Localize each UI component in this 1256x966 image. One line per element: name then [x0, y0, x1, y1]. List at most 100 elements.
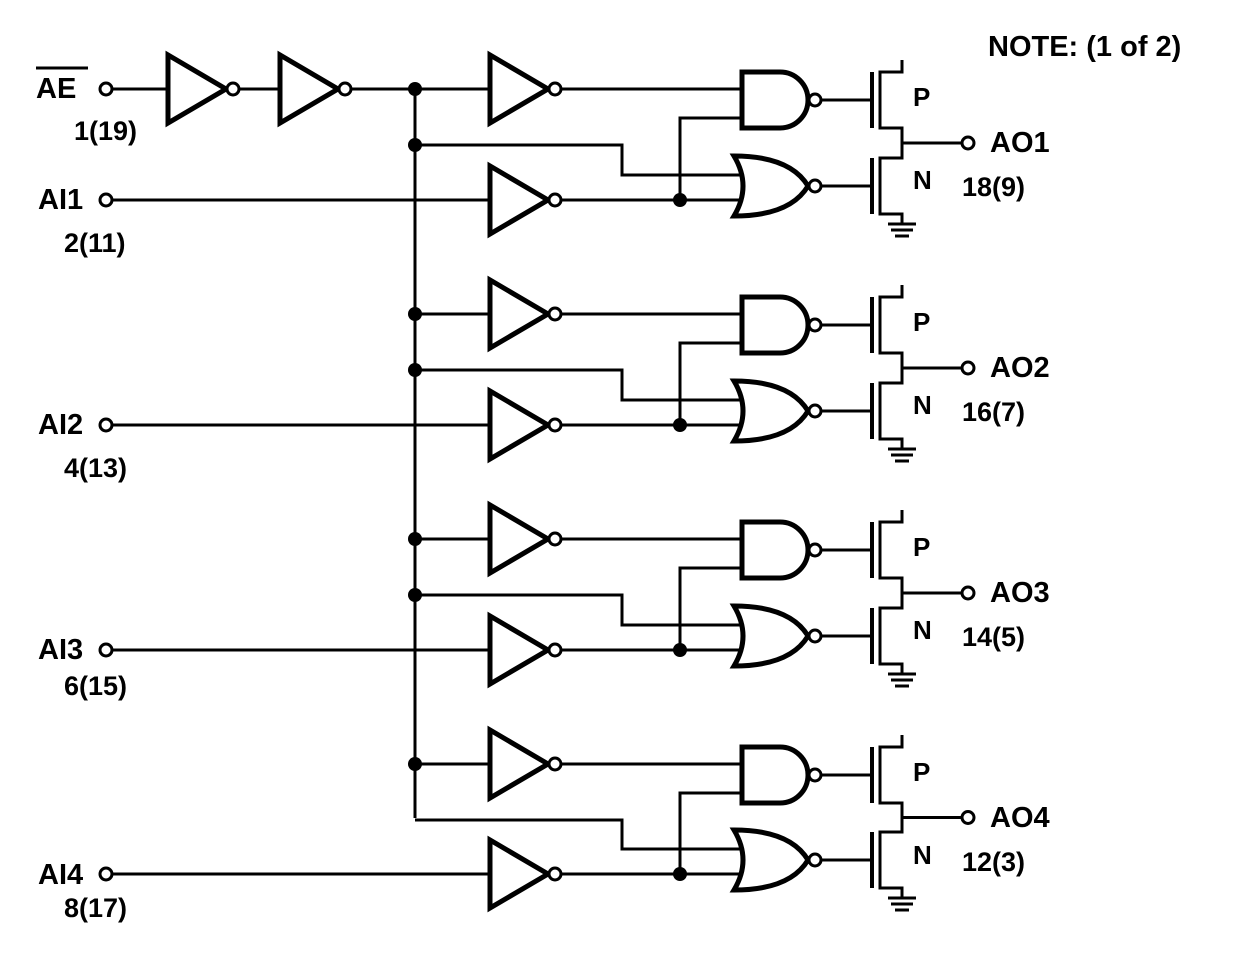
ch1-nand-in2-wire [678, 116, 742, 200]
channel-4-input-label: AI4 [38, 859, 83, 891]
ch2-p-channel [878, 285, 904, 365]
ch4-enable-junction [408, 757, 422, 771]
ch4-nor-in1-wire [415, 818, 742, 851]
ch2-nor-gate [729, 378, 811, 444]
channel-1-output-pin: 18(9) [962, 172, 1025, 202]
ch2-enable-inverter-bubble [547, 306, 563, 322]
channel-4-input-pin: 8(17) [64, 893, 127, 923]
channel-3-output-pin: 14(5) [962, 622, 1025, 652]
ch1-output-terminal [960, 135, 976, 151]
channel-4: AI4 8(17) P N AO4 12(3) [38, 757, 1050, 923]
channel-1-p-label: P [913, 82, 930, 112]
ch1-nand-bubble [807, 92, 823, 108]
channel-3-n-label: N [913, 615, 932, 645]
ch1-input-terminal [98, 192, 114, 208]
ch3-nor-in1-wire [415, 593, 742, 627]
ch1-data-inverter [487, 161, 553, 239]
enable-junction [408, 82, 422, 96]
ch4-enable-inverter [487, 725, 553, 803]
ch3-p-channel [878, 510, 904, 590]
channel-4-n-label: N [913, 840, 932, 870]
ch3-output-terminal [960, 585, 976, 601]
ch1-data-junction [673, 193, 687, 207]
channel-3-p-label: P [913, 532, 930, 562]
ch1-enable-inverter-bubble [547, 81, 563, 97]
ch3-data-inverter [487, 611, 553, 689]
channel-4-output-pin: 12(3) [962, 847, 1025, 877]
channel-4-output-label: AO4 [990, 802, 1050, 834]
enable-terminal [98, 81, 114, 97]
ch3-enable-junction [408, 532, 422, 546]
ch2-enable-inverter [487, 275, 553, 353]
ch4-data-inverter-bubble [547, 866, 563, 882]
enable-input: AE 1(19) [36, 50, 490, 818]
ch2-nand-gate [739, 294, 811, 356]
ch4-n-channel [878, 820, 904, 898]
channel-1: AI1 2(11) P N AO1 18(9) [38, 82, 1050, 258]
ch4-nor-bubble [807, 852, 823, 868]
ch3-nand-bubble [807, 542, 823, 558]
ch3-enable-inverter [487, 500, 553, 578]
enable-pin-number: 1(19) [74, 116, 137, 146]
ch3-input-terminal [98, 642, 114, 658]
channel-1-output-label: AO1 [990, 127, 1050, 159]
ch3-enable-inverter-bubble [547, 531, 563, 547]
channel-2-input-label: AI2 [38, 409, 83, 441]
channel-circuits [98, 50, 976, 913]
ch4-enable-inverter-bubble [547, 756, 563, 772]
ch1-nor-bubble [807, 178, 823, 194]
channel-1-n-label: N [913, 165, 932, 195]
ch4-nor-gate [729, 827, 811, 893]
channel-2-input-pin: 4(13) [64, 453, 127, 483]
ch2-nor-bubble [807, 403, 823, 419]
ch3-nand-in2-wire [678, 566, 742, 650]
ch1-enable-inverter [487, 50, 553, 128]
channel-1-input-label: AI1 [38, 184, 83, 216]
ch1-bus-junction [408, 138, 422, 152]
ch1-n-channel [878, 146, 904, 224]
ch2-nand-bubble [807, 317, 823, 333]
ch4-data-inverter [487, 835, 553, 913]
channel-3-input-label: AI3 [38, 634, 83, 666]
ch1-nor-in1-wire [415, 143, 742, 177]
ch1-p-channel [878, 60, 904, 140]
ch4-p-channel [878, 735, 904, 815]
ch2-n-channel [878, 371, 904, 449]
enable-label: AE [36, 73, 76, 105]
ch4-input-terminal [98, 866, 114, 882]
channel-2-output-label: AO2 [990, 352, 1050, 384]
ch4-data-junction [673, 867, 687, 881]
ch2-bus-junction [408, 363, 422, 377]
ch1-data-inverter-bubble [547, 192, 563, 208]
ch3-nand-gate [739, 519, 811, 581]
channel-3: AI3 6(15) P N AO3 14(5) [38, 532, 1050, 701]
ch3-data-inverter-bubble [547, 642, 563, 658]
ch4-output-terminal [960, 810, 976, 825]
channel-2-n-label: N [913, 390, 932, 420]
channel-4-p-label: P [913, 757, 930, 787]
ch1-nor-gate [729, 153, 811, 219]
ch3-data-junction [673, 643, 687, 657]
enable-inverter-2 [277, 50, 353, 128]
channel-2-p-label: P [913, 307, 930, 337]
channel-1-input-pin: 2(11) [64, 228, 126, 258]
ch4-nand-bubble [807, 767, 823, 783]
ch2-input-terminal [98, 417, 114, 433]
ch4-nand-gate [739, 744, 811, 806]
channel-3-input-pin: 6(15) [64, 671, 127, 701]
note-label: NOTE: (1 of 2) [988, 31, 1181, 63]
channel-2: AI2 4(13) P N AO2 16(7) [38, 307, 1050, 483]
ch3-nor-bubble [807, 628, 823, 644]
ch1-nand-gate [739, 69, 811, 131]
ch2-output-terminal [960, 360, 976, 376]
ch2-data-inverter-bubble [547, 417, 563, 433]
ch3-nor-gate [729, 603, 811, 669]
ch2-nor-in1-wire [415, 368, 742, 402]
ch3-n-channel [878, 596, 904, 674]
ch2-nand-in2-wire [678, 341, 742, 425]
ch2-enable-junction [408, 307, 422, 321]
channel-3-output-label: AO3 [990, 577, 1050, 609]
enable-inverter-1 [165, 50, 241, 128]
